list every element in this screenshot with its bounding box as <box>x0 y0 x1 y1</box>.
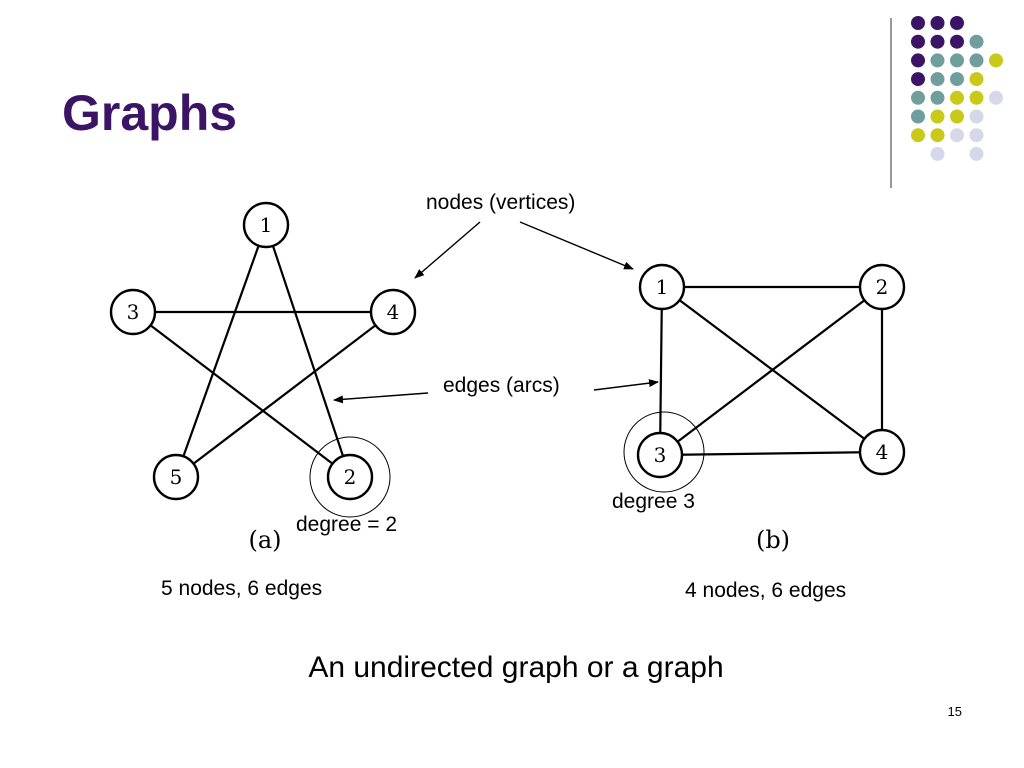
decorative-dot <box>969 109 984 124</box>
graph-b-node-label: 4 <box>876 440 889 464</box>
nodes-arrow-left <box>414 221 481 279</box>
decorative-dot <box>950 16 964 30</box>
graph-b-nodes: 1 2 3 4 <box>636 263 906 479</box>
graph-a-node-circle <box>326 453 374 501</box>
graph-a-nodes: 1 2 3 4 5 <box>109 201 417 501</box>
decorative-dot <box>969 34 984 49</box>
page-title: Graphs <box>62 85 238 141</box>
graph-b-node-circle <box>638 263 686 311</box>
graph-a-node-circle <box>369 288 417 336</box>
decorative-dot <box>930 109 945 124</box>
graph-a-edge-1-5 <box>174 224 268 478</box>
graph-b-node-2: 2 <box>858 263 906 311</box>
graph-b-degree-highlight <box>623 411 705 493</box>
decorative-dot <box>989 53 1003 68</box>
graph-b-node-label: 2 <box>876 275 889 299</box>
decorative-dot <box>969 146 984 161</box>
graph-a-node-5: 5 <box>152 453 200 501</box>
decorative-dot <box>969 53 984 68</box>
graph-a-node-circle <box>152 453 200 501</box>
decorative-dot <box>950 128 964 143</box>
graph-b-summary: 4 nodes, 6 edges <box>685 579 846 602</box>
graph-b-node-4: 4 <box>858 428 906 476</box>
graph-a-node-4: 4 <box>369 288 417 336</box>
decorative-dot <box>950 53 964 68</box>
graph-a-label: (a) <box>248 526 281 554</box>
decorative-dot <box>911 128 925 143</box>
decorative-dot <box>969 72 984 87</box>
decorative-dot <box>911 72 925 87</box>
decorative-dot <box>911 109 925 124</box>
graph-a-node-label: 5 <box>170 465 183 489</box>
decorative-dot-grid <box>911 16 1003 161</box>
graph-a-node-label: 1 <box>260 213 273 237</box>
decorative-dot <box>911 90 925 105</box>
decorative-dot <box>930 34 945 49</box>
graph-b-node-label: 3 <box>654 443 667 467</box>
decorative-dot <box>930 146 945 161</box>
graph-b-edge-1-3 <box>658 286 664 456</box>
edges-arrow-right <box>593 379 659 391</box>
decorative-dot <box>911 53 925 68</box>
graph-b-edges <box>658 285 884 457</box>
graph-a-degree-highlight <box>309 436 391 518</box>
edges-arrow-left <box>333 392 429 404</box>
graph-a-node-circle <box>242 201 290 249</box>
graph-a-edges <box>132 224 394 478</box>
graph-a-node-label: 4 <box>387 300 400 324</box>
slide-caption: An undirected graph or a graph <box>308 651 723 684</box>
decorative-dot <box>930 90 945 105</box>
graph-a-node-label: 2 <box>344 465 357 489</box>
decorative-dot <box>950 90 964 105</box>
graph-a-degree-note: degree = 2 <box>296 513 397 536</box>
decorative-dot <box>950 34 964 49</box>
graph-b-edge-3-4 <box>659 450 883 457</box>
graph-a-node-1: 1 <box>242 201 290 249</box>
graph-a-summary: 5 nodes, 6 edges <box>161 577 322 600</box>
decorative-dot <box>969 128 984 143</box>
graph-b-node-circle <box>858 428 906 476</box>
graph-b-node-circle <box>636 431 684 479</box>
edges-annotation: edges (arcs) <box>443 374 560 397</box>
graph-b-degree-note: degree 3 <box>612 490 695 513</box>
graph-a-node-label: 3 <box>127 300 140 324</box>
graph-b-node-3: 3 <box>636 431 684 479</box>
graph-a: 1 2 3 4 5 (a) degree = 2 5 nodes, 6 edges <box>109 201 417 600</box>
graph-b-edge-2-3 <box>659 286 883 456</box>
graph-a-edge-4-5 <box>175 311 394 478</box>
decorative-dot <box>930 53 945 68</box>
decorative-dot <box>930 72 945 87</box>
graph-b-node-label: 1 <box>656 275 669 299</box>
graph-a-node-3: 3 <box>109 288 157 336</box>
decorative-dot <box>930 128 945 143</box>
decorative-dot <box>911 34 925 49</box>
graph-a-edge-1-2 <box>264 224 352 478</box>
decorative-dot <box>930 16 945 30</box>
graph-b-node-circle <box>858 263 906 311</box>
graph-b: 1 2 3 4 (b) degree 3 4 nodes, 6 edges <box>612 263 906 602</box>
graph-a-edge-3-2 <box>132 311 351 478</box>
nodes-arrow-right <box>519 221 634 270</box>
page-number: 15 <box>947 704 962 719</box>
graph-a-node-circle <box>109 288 157 336</box>
graph-b-node-1: 1 <box>638 263 686 311</box>
graph-b-label: (b) <box>756 526 790 554</box>
decorative-dot <box>989 90 1003 105</box>
decorative-dot <box>950 72 964 87</box>
decorative-dot <box>950 109 964 124</box>
nodes-annotation: nodes (vertices) <box>426 191 575 214</box>
decorative-dot <box>969 90 984 105</box>
decorative-dot <box>911 16 925 30</box>
graph-a-node-2: 2 <box>326 453 374 501</box>
